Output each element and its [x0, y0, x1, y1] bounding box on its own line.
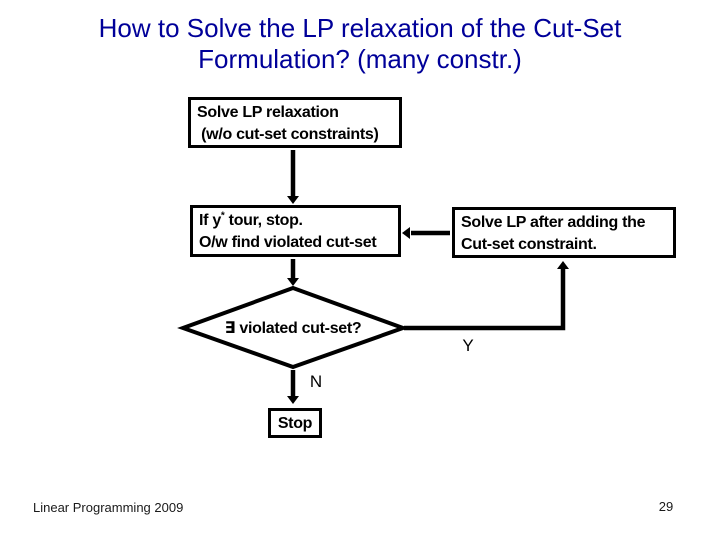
box-check-tour-line2: O/w find violated cut-set: [199, 234, 377, 251]
slide-title-line1: How to Solve the LP relaxation of the Cu…: [98, 13, 622, 43]
box-resolve-line2: Cut-set constraint.: [461, 236, 597, 253]
slide-page-number: 29: [658, 499, 674, 514]
box-stop: Stop: [268, 408, 322, 438]
decision-diamond-shape: [177, 285, 409, 370]
arrow-yes-to-resolve: [404, 261, 569, 331]
arrow-resolve-to-check: [402, 227, 450, 239]
box-stop-label: Stop: [277, 415, 313, 432]
check-tour-prefix: If y: [199, 212, 221, 229]
check-tour-suffix: tour, stop.: [224, 212, 303, 229]
box-resolve-line1: Solve LP after adding the: [461, 214, 646, 231]
arrow-solve-to-check: [287, 150, 299, 204]
decision-diamond-label: ∃ violated cut-set?: [224, 320, 362, 337]
slide-title: How to Solve the LP relaxation of the Cu…: [0, 13, 720, 75]
box-resolve-lp: Solve LP after adding the Cut-set constr…: [452, 207, 676, 258]
arrow-check-to-decision: [287, 259, 299, 286]
box-check-tour-line1: If y* tour, stop.: [199, 210, 394, 232]
box-solve-lp-line1: Solve LP relaxation: [197, 104, 339, 121]
box-check-tour: If y* tour, stop. O/w find violated cut-…: [190, 205, 401, 257]
edge-label-yes: Y: [462, 336, 474, 355]
slide-footer: Linear Programming 2009: [33, 500, 184, 515]
edge-label-no: N: [309, 372, 323, 391]
check-tour-superscript: *: [220, 210, 225, 222]
box-solve-lp-line2: (w/o cut-set constraints): [197, 126, 379, 143]
box-solve-lp-relaxation: Solve LP relaxation (w/o cut-set constra…: [188, 97, 402, 148]
arrow-no-to-stop: [287, 370, 299, 404]
slide-title-line2: Formulation? (many constr.): [198, 44, 522, 74]
